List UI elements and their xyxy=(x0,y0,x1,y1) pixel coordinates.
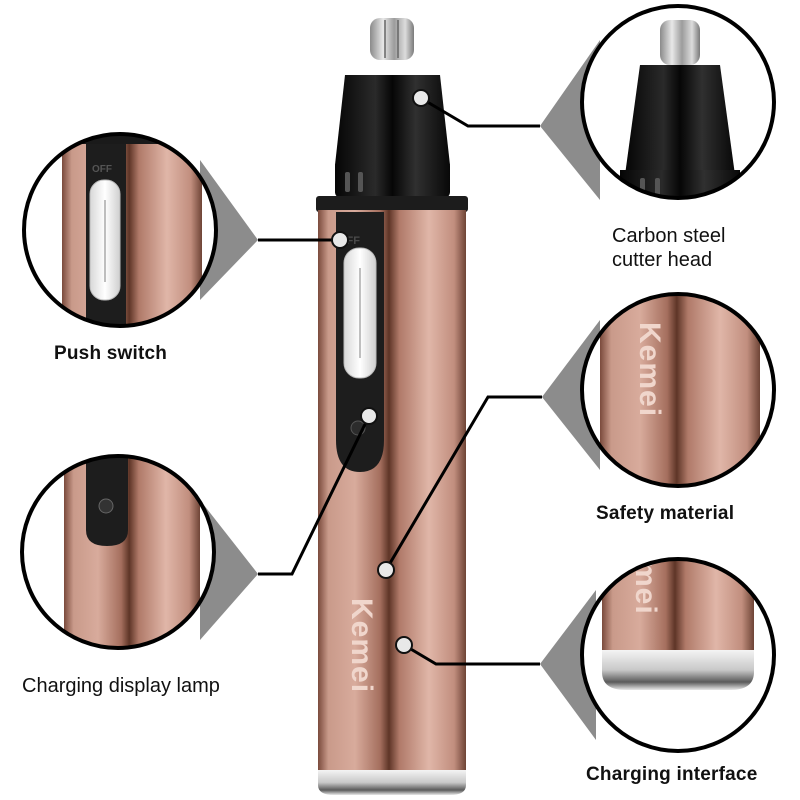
svg-text:Kemei: Kemei xyxy=(345,598,378,693)
marker-charging-lamp xyxy=(360,407,378,425)
label-cutter-head-line2: cutter head xyxy=(612,249,713,271)
callout-cutter-head xyxy=(540,4,776,200)
callout-safety-material: Kemei xyxy=(542,292,776,488)
callout-push-switch: OFF xyxy=(22,132,258,328)
callout-charging-lamp xyxy=(20,454,258,650)
callout-charging-interface: mei xyxy=(540,557,776,753)
label-safety-material: Safety material xyxy=(596,503,735,524)
label-push-switch: Push switch xyxy=(54,343,168,364)
label-charging-interface: Charging interface xyxy=(586,764,758,785)
trimmer-main-image: OFF Kemei xyxy=(316,18,468,795)
label-cutter-head-line1: Carbon steel xyxy=(612,225,726,247)
marker-push-switch xyxy=(331,231,349,249)
svg-text:OFF: OFF xyxy=(92,164,112,175)
marker-cutter-head xyxy=(412,89,430,107)
marker-safety-material xyxy=(377,561,395,579)
marker-dots xyxy=(331,89,430,654)
svg-text:Kemei: Kemei xyxy=(633,322,666,417)
label-charging-lamp: Charging display lamp xyxy=(22,675,220,697)
marker-charging-interface xyxy=(395,636,413,654)
leader-lines xyxy=(258,98,542,666)
